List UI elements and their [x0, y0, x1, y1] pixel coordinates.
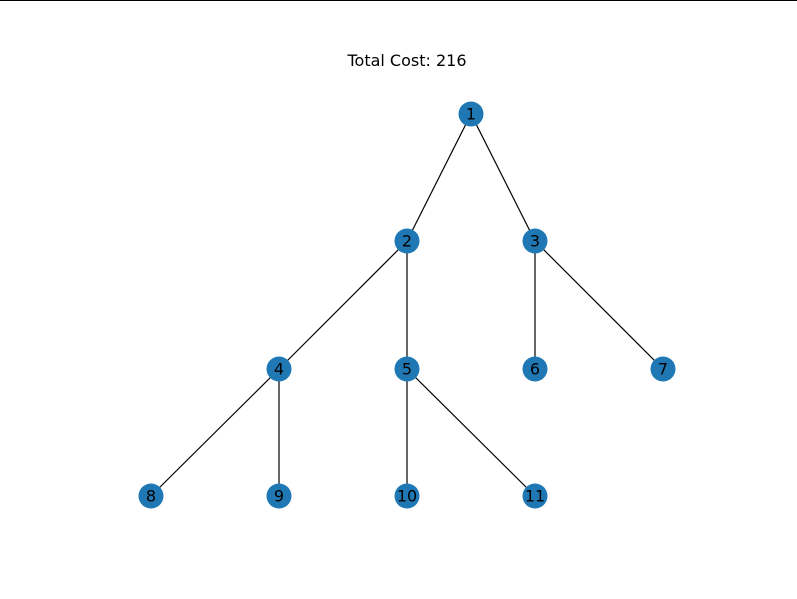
node-circle-10 [394, 483, 420, 509]
edge-2-4 [278, 240, 408, 370]
node-label-8: 8 [146, 487, 156, 506]
node-11: 11 [522, 483, 548, 509]
node-label-4: 4 [274, 360, 284, 379]
node-circle-6 [522, 356, 548, 382]
node-1: 1 [458, 101, 484, 127]
node-circle-1 [458, 101, 484, 127]
node-7: 7 [650, 356, 676, 382]
node-label-9: 9 [274, 487, 284, 506]
node-label-1: 1 [466, 105, 476, 124]
node-circle-3 [522, 228, 548, 254]
node-label-5: 5 [402, 360, 412, 379]
node-circle-11 [522, 483, 548, 509]
node-label-6: 6 [530, 360, 540, 379]
node-circle-4 [266, 356, 292, 382]
node-circle-7 [650, 356, 676, 382]
node-label-11: 11 [525, 487, 545, 506]
node-label-10: 10 [397, 487, 417, 506]
edge-4-8 [150, 368, 280, 497]
edge-1-2 [406, 113, 472, 242]
diagram-title: Total Cost: 216 [346, 51, 466, 70]
node-label-3: 3 [530, 232, 540, 251]
node-6: 6 [522, 356, 548, 382]
edges-layer [150, 113, 664, 497]
nodes-layer: 1 2 3 4 5 6 7 8 9 10 11 [138, 101, 676, 509]
edge-1-3 [470, 113, 536, 242]
node-3: 3 [522, 228, 548, 254]
top-border [0, 0, 797, 1]
node-label-2: 2 [402, 232, 412, 251]
node-circle-9 [266, 483, 292, 509]
node-8: 8 [138, 483, 164, 509]
node-5: 5 [394, 356, 420, 382]
node-circle-2 [394, 228, 420, 254]
node-4: 4 [266, 356, 292, 382]
edge-5-11 [406, 368, 536, 497]
node-9: 9 [266, 483, 292, 509]
node-label-7: 7 [658, 360, 668, 379]
node-circle-8 [138, 483, 164, 509]
node-10: 10 [394, 483, 420, 509]
edge-3-7 [534, 240, 664, 370]
node-circle-5 [394, 356, 420, 382]
node-2: 2 [394, 228, 420, 254]
